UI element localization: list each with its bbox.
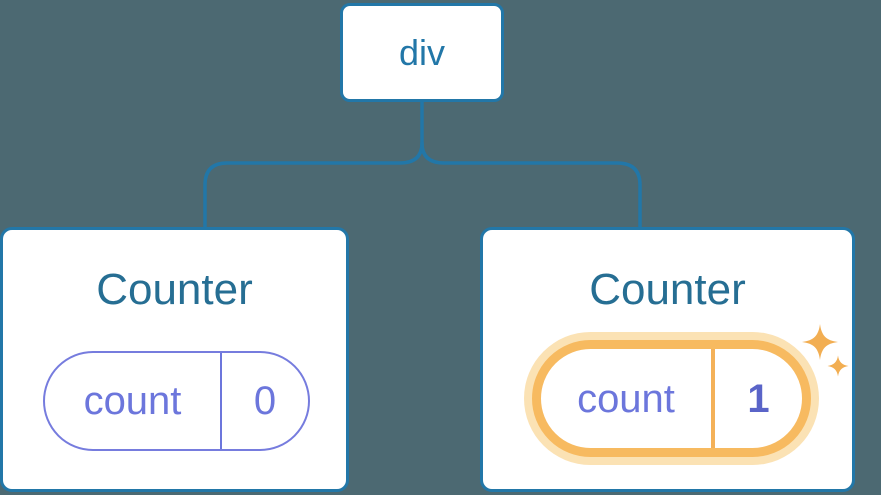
- counter-card-left: Counter count 0: [0, 227, 349, 492]
- counter-card-right: Counter count 1: [480, 227, 855, 492]
- state-key-label: count: [83, 379, 182, 423]
- state-value: 0: [253, 379, 277, 423]
- root-node-label: div: [398, 31, 446, 73]
- state-pill: count 0: [43, 351, 310, 451]
- tree-connector-lines: [203, 99, 642, 231]
- state-value-cell: 0: [222, 353, 308, 449]
- counter-title: Counter: [96, 265, 253, 314]
- state-key-cell: count: [541, 349, 715, 448]
- state-value: 1: [747, 376, 770, 421]
- connector-right-branch: [420, 141, 642, 231]
- state-pill-highlighted: count 1: [532, 340, 811, 457]
- counter-title: Counter: [589, 265, 746, 314]
- connector-left-branch: [203, 99, 424, 231]
- sparkle-star-large: [802, 324, 838, 360]
- state-value-cell: 1: [715, 349, 802, 448]
- state-key-label: count: [577, 376, 675, 421]
- root-node: div: [340, 3, 504, 102]
- sparkle-icon: [802, 324, 849, 377]
- state-key-cell: count: [45, 353, 222, 449]
- sparkle-star-small: [827, 355, 849, 377]
